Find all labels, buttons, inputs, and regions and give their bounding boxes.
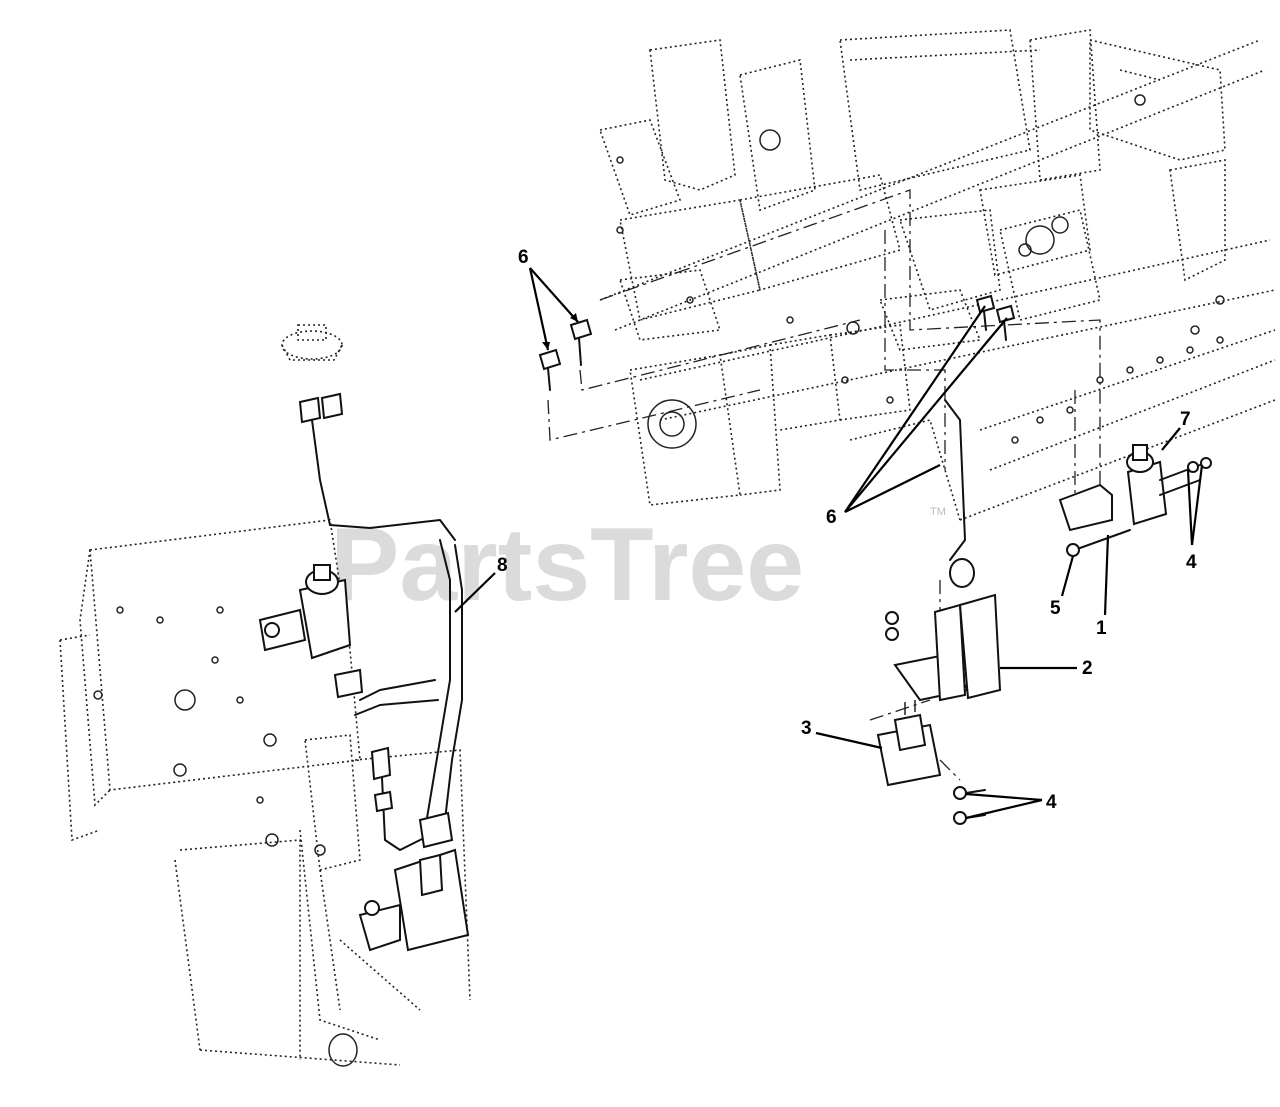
callout-5: 5 xyxy=(1050,598,1061,619)
callout-7: 7 xyxy=(1180,409,1191,430)
relay-module xyxy=(876,700,942,787)
callout-6-upper: 6 xyxy=(518,247,529,268)
installed-assembly xyxy=(59,324,471,1067)
callout-8: 8 xyxy=(497,555,508,576)
callout-1: 1 xyxy=(1096,618,1107,639)
relay-screws xyxy=(953,786,986,825)
callout-labels: 6 6 7 4 5 1 2 3 4 8 xyxy=(454,247,1204,820)
bolt-pair-lower xyxy=(944,294,1016,588)
callout-3: 3 xyxy=(801,718,812,739)
watermark-text: PartsTree xyxy=(330,507,804,623)
bolt-pair-upper xyxy=(538,318,593,391)
callout-2: 2 xyxy=(1082,658,1093,679)
relay-bracket xyxy=(885,593,1002,702)
seat-switch-assembly xyxy=(1058,444,1212,557)
watermark-tm: TM xyxy=(930,506,946,518)
callout-4-lower: 4 xyxy=(1046,792,1057,813)
callout-4-upper: 4 xyxy=(1186,552,1197,573)
frame-assembly xyxy=(598,29,1276,521)
callout-6-lower: 6 xyxy=(826,507,837,528)
